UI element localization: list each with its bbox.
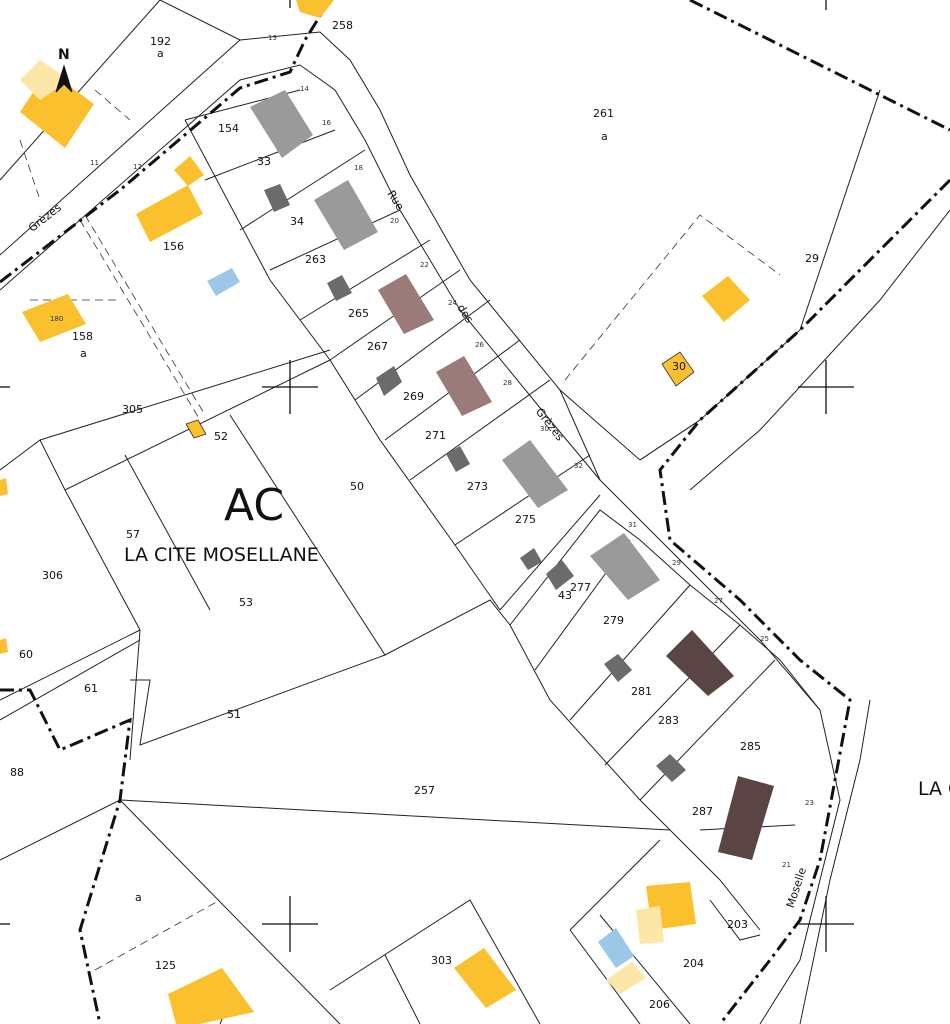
section-code: AC	[224, 480, 285, 531]
parcel-label: 158	[72, 330, 93, 343]
parcel-label: 204	[683, 957, 704, 970]
house-number: 31	[628, 521, 637, 529]
house-number: 16	[322, 119, 331, 127]
parcel-label: 287	[692, 805, 713, 818]
house-number: 27	[714, 597, 723, 605]
parcel-label: 53	[239, 596, 253, 609]
parcel-label: 51	[227, 708, 241, 721]
house-number: 180	[50, 315, 64, 323]
house-number: 12	[133, 163, 142, 171]
parcel-label: 50	[350, 480, 364, 493]
parcel-label: 192	[150, 35, 171, 48]
house-number: 13	[268, 34, 277, 42]
house-number: 26	[475, 341, 484, 349]
parcel-label: 88	[10, 766, 24, 779]
parcel-label: 263	[305, 253, 326, 266]
parcel-label: a	[80, 347, 87, 360]
parcel-label: 33	[257, 155, 271, 168]
parcel-label: 277	[570, 581, 591, 594]
parcel-label: 306	[42, 569, 63, 582]
parcel-label: 279	[603, 614, 624, 627]
parcel-label: 269	[403, 390, 424, 403]
house-number: 25	[760, 635, 769, 643]
parcel-label: 285	[740, 740, 761, 753]
parcel-label: 34	[290, 215, 304, 228]
north-label: N	[58, 47, 70, 63]
house-number: 29	[672, 559, 681, 567]
locality-name-right: LA C	[918, 778, 950, 800]
house-number: 23	[805, 799, 814, 807]
parcel-label: a	[135, 891, 142, 904]
house-number: 14	[300, 85, 309, 93]
parcel-label: 57	[126, 528, 140, 541]
parcel-label: 275	[515, 513, 536, 526]
parcel-label: 154	[218, 122, 239, 135]
parcel-label: 206	[649, 998, 670, 1011]
street-edge	[639, 89, 881, 461]
parcel-label: 30	[672, 360, 686, 373]
parcel-label: 283	[658, 714, 679, 727]
parcel-label: 29	[805, 252, 819, 265]
parcel-label: 273	[467, 480, 488, 493]
parcel-label: 271	[425, 429, 446, 442]
parcel-label: 303	[431, 954, 452, 967]
parcel-label: a	[601, 130, 608, 143]
locality-name: LA CITE MOSELLANE	[124, 544, 319, 566]
parcel-label: 281	[631, 685, 652, 698]
parcel-label: 125	[155, 959, 176, 972]
parcel-label: 258	[332, 19, 353, 32]
street-edge	[799, 699, 871, 1024]
house-number: 32	[574, 462, 583, 470]
house-number: 28	[503, 379, 512, 387]
parcel-label: a	[157, 47, 164, 60]
north-arrow	[55, 64, 73, 93]
street-edge	[0, 64, 841, 1024]
house-number: 24	[448, 299, 457, 307]
house-number: 11	[90, 159, 99, 167]
house-number: 30	[540, 425, 549, 433]
parcel-label: 305	[122, 403, 143, 416]
house-number: 18	[354, 164, 363, 172]
parcel-label: 43	[558, 589, 572, 602]
street-edge	[0, 31, 641, 461]
parcel-label: 61	[84, 682, 98, 695]
parcel-label: 267	[367, 340, 388, 353]
house-number: 22	[420, 261, 429, 269]
house-number: 21	[782, 861, 791, 869]
street-edge	[689, 209, 950, 491]
parcel-label: 203	[727, 918, 748, 931]
house-number: 20	[390, 217, 399, 225]
parcel-label: 265	[348, 307, 369, 320]
parcel-label: 257	[414, 784, 435, 797]
parcel-label: 60	[19, 648, 33, 661]
grid-crosses	[0, 0, 854, 952]
parcel-label: 52	[214, 430, 228, 443]
parcel-label: 156	[163, 240, 184, 253]
parcel-label: 261	[593, 107, 614, 120]
